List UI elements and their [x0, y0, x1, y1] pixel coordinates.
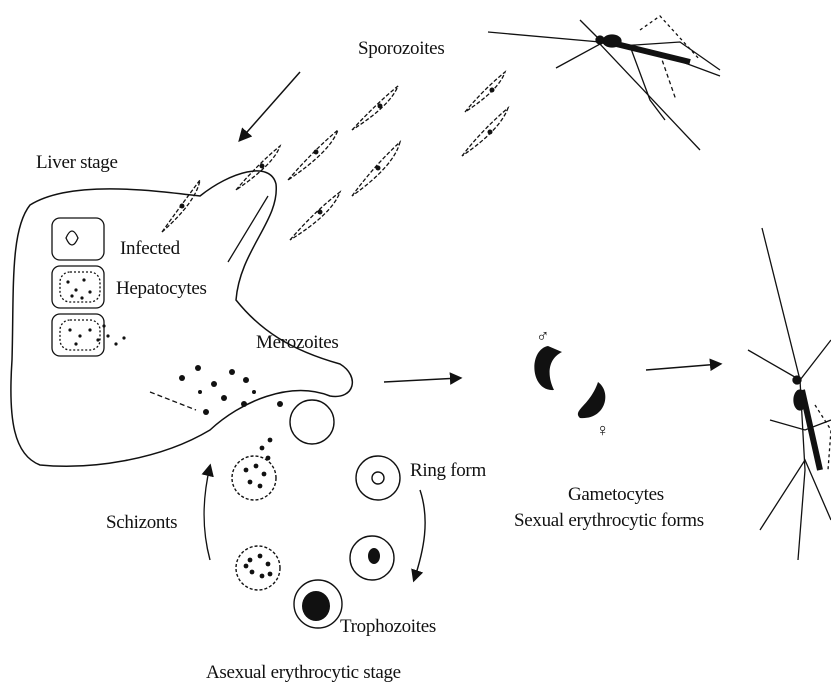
infected-hepatocytes	[52, 218, 104, 356]
female-symbol-icon: ♀	[596, 420, 609, 441]
label-trophozoites: Trophozoites	[340, 616, 436, 638]
uninfected-rbc	[290, 400, 334, 444]
male-symbol-icon: ♂	[536, 326, 549, 347]
gametocytes	[534, 346, 605, 418]
label-schizonts: Schizonts	[106, 512, 177, 534]
label-ring-form: Ring form	[410, 460, 486, 482]
sporozoite-track-line	[228, 196, 268, 262]
rupturing-schizont-rbc	[232, 456, 276, 500]
arrow-to-liver	[240, 72, 300, 140]
arrow-to-gametocytes	[384, 378, 460, 382]
label-infected: Infected	[120, 238, 180, 260]
sporozoites-group	[162, 72, 508, 240]
merozoite-release-line	[150, 392, 196, 410]
mosquito-right-icon	[748, 228, 831, 560]
liver-outline	[11, 171, 352, 466]
label-gametocytes: Gametocytes	[568, 484, 664, 506]
merozoite-dots	[179, 365, 283, 415]
ring-form-rbc	[356, 456, 400, 500]
label-sporozoites: Sporozoites	[358, 38, 444, 60]
arrow-schizont-up	[204, 466, 210, 560]
label-hepatocytes: Hepatocytes	[116, 278, 207, 300]
sporozoite-nuclei	[180, 88, 495, 215]
arrow-to-mosquito	[646, 364, 720, 370]
label-sexual-forms: Sexual erythrocytic forms	[514, 510, 704, 532]
label-liver-stage: Liver stage	[36, 152, 118, 174]
label-asexual-stage: Asexual erythrocytic stage	[206, 662, 401, 684]
label-merozoites: Merozoites	[256, 332, 338, 354]
schizont-rbc	[236, 546, 280, 590]
arrow-ring-to-trophozoite	[414, 490, 425, 580]
mosquito-top-icon	[488, 16, 720, 150]
